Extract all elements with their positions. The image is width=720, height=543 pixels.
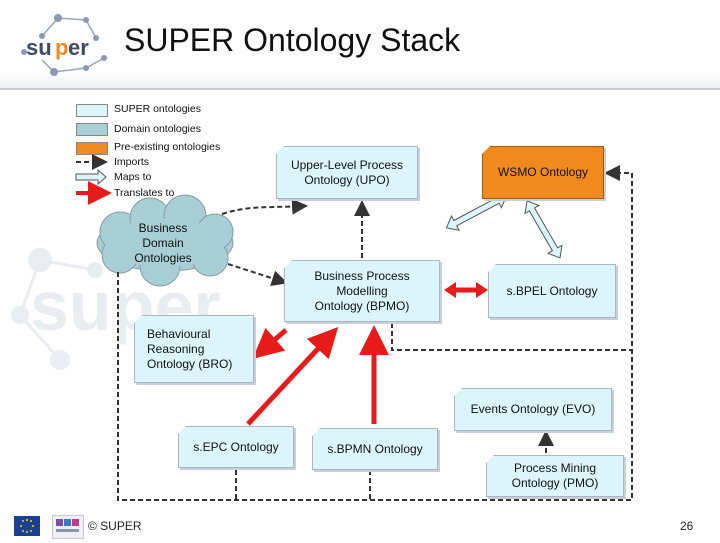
translate-arrow-bpmo-sbpel <box>444 282 488 298</box>
page-fold <box>488 264 496 272</box>
import-frame-left <box>117 165 633 501</box>
page-title: SUPER Ontology Stack <box>124 22 461 58</box>
svg-text:p: p <box>55 35 68 60</box>
page-fold <box>312 428 320 436</box>
bpmo-box: Business Process Modelling Ontology (BPM… <box>284 260 440 322</box>
legend-super-swatch <box>76 104 108 117</box>
upo-box: Upper-Level Process Ontology (UPO) <box>276 146 418 199</box>
import-arrow-cloud-to-upo <box>221 198 308 215</box>
import-arrow-cloud-to-bpmo <box>227 263 288 286</box>
evo-label: Events Ontology (EVO) <box>470 402 596 416</box>
page-fold <box>276 146 284 154</box>
wsmo-label: WSMO Ontology <box>497 165 589 179</box>
bpmo-label: Business Process Modelling Ontology (BPM… <box>314 268 410 313</box>
upo-label: Upper-Level Process Ontology (UPO) <box>290 157 404 187</box>
sepc-label: s.EPC Ontology <box>193 439 279 454</box>
sepc-box: s.EPC Ontology <box>178 426 294 468</box>
legend-super-label: SUPER ontologies <box>114 103 201 115</box>
page-fold <box>486 455 494 463</box>
page-fold <box>178 426 186 434</box>
page-fold <box>134 315 142 323</box>
maps-arrow-wsmo-sbpel <box>524 200 563 259</box>
import-frame-inner <box>391 323 632 351</box>
sbpel-box: s.BPEL Ontology <box>488 264 616 318</box>
legend-domain-label: Domain ontologies <box>114 123 201 135</box>
evo-box: Events Ontology (EVO) <box>454 388 612 431</box>
bro-label: Behavioural Reasoning Ontology (BRO) <box>147 326 233 371</box>
header-divider <box>0 88 720 90</box>
watermark-logo: super <box>11 248 221 370</box>
svg-text:su: su <box>26 35 52 60</box>
legend-maps-arrow <box>75 168 107 186</box>
sbpmn-box: s.BPMN Ontology <box>312 428 438 470</box>
page-fold <box>454 388 462 396</box>
legend-imports-label: Imports <box>114 156 150 168</box>
page-fold <box>284 260 292 268</box>
eu-flag-logo <box>14 516 40 536</box>
legend-translates-label: Translates to <box>114 187 175 199</box>
pmo-label: Process Mining Ontology (PMO) <box>511 461 599 490</box>
page-fold <box>482 146 490 154</box>
translate-arrow-sepc-to-bpmo <box>246 327 339 426</box>
legend-domain-swatch <box>76 123 108 136</box>
business-domain-label: Business Domain Ontologies <box>134 221 192 265</box>
sbpel-label: s.BPEL Ontology <box>506 283 598 298</box>
pmo-box: Process Mining Ontology (PMO) <box>486 455 624 497</box>
header-bar <box>0 0 720 88</box>
legend-maps-label: Maps to <box>114 171 152 183</box>
legend-pre-existing-label: Pre-existing ontologies <box>114 141 221 153</box>
super-logo: su p er <box>21 14 107 76</box>
sbpmn-label: s.BPMN Ontology <box>327 441 423 456</box>
business-domain-cloud <box>96 194 234 287</box>
footer-copyright: © SUPER <box>88 519 142 533</box>
translate-arrow-to-bro <box>252 327 288 359</box>
wsmo-box: WSMO Ontology <box>482 146 604 199</box>
ist-logo <box>52 515 84 539</box>
svg-text:er: er <box>68 35 89 60</box>
bro-box: Behavioural Reasoning Ontology (BRO) <box>134 315 254 383</box>
page-number: 26 <box>680 519 694 533</box>
